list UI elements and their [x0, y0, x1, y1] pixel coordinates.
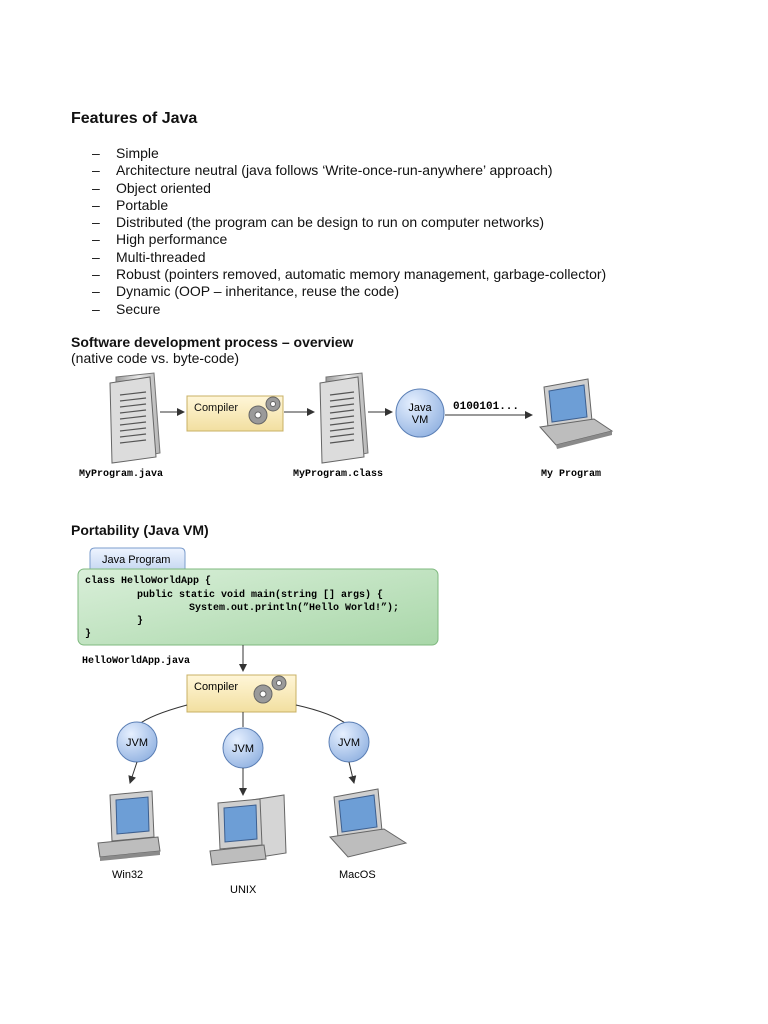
- list-item: –Portable: [92, 196, 169, 213]
- process-diagram: Compiler Java VM 0100101... MyProgram.ja…: [79, 372, 614, 480]
- code-line: public static void main(string [] args) …: [137, 589, 383, 601]
- program-label: My Program: [541, 469, 601, 480]
- list-item: –Dynamic (OOP – inheritance, reuse the c…: [92, 283, 399, 300]
- list-item: –Robust (pointers removed, automatic mem…: [92, 266, 607, 283]
- jvm-node-unix: JVM: [222, 727, 264, 769]
- svg-text:VM: VM: [412, 414, 429, 426]
- list-item: –Simple: [92, 145, 159, 161]
- portability-title: Portability (Java VM): [71, 522, 209, 538]
- list-item: –Object oriented: [92, 179, 211, 196]
- platform-label: UNIX: [230, 884, 257, 896]
- portability-diagram: Java Program class HelloWorldApp { publi…: [77, 547, 439, 896]
- class-file-label: MyProgram.class: [293, 468, 383, 480]
- platform-label: MacOS: [339, 869, 376, 881]
- compiler-box: Compiler: [186, 674, 297, 713]
- list-item: –High performance: [92, 231, 228, 248]
- desktop-computer-icon: [97, 790, 161, 861]
- features-list: –Simple –Architecture neutral (java foll…: [92, 145, 606, 318]
- jvm-node-win32: JVM: [116, 721, 158, 763]
- gear-icon: [253, 675, 287, 704]
- source-file-label: HelloWorldApp.java: [82, 655, 190, 667]
- svg-text:JVM: JVM: [126, 737, 148, 749]
- list-item: –Secure: [92, 300, 161, 317]
- source-file-label: MyProgram.java: [79, 468, 163, 480]
- svg-text:JVM: JVM: [232, 743, 254, 755]
- java-program-tab: Java Program: [89, 547, 186, 571]
- source-file-icon: [109, 372, 161, 464]
- jvm-node-macos: JVM: [328, 721, 370, 763]
- compiler-box: Compiler: [186, 395, 284, 432]
- svg-text:Java: Java: [408, 402, 432, 414]
- code-line: System.out.println(”Hello World!”);: [189, 602, 399, 614]
- class-file-icon: [319, 372, 369, 464]
- workstation-icon: [209, 794, 287, 866]
- code-line: }: [85, 628, 91, 640]
- platform-label: Win32: [112, 869, 143, 881]
- svg-text:JVM: JVM: [338, 737, 360, 749]
- list-item: –Multi-threaded: [92, 248, 206, 265]
- code-line: }: [137, 615, 143, 627]
- gear-icon: [248, 396, 281, 425]
- compiler-label: Compiler: [194, 402, 238, 414]
- laptop-icon: [329, 788, 408, 858]
- list-item: –Architecture neutral (java follows ‘Wri…: [92, 162, 553, 179]
- svg-text:Java Program: Java Program: [102, 554, 170, 566]
- code-line: class HelloWorldApp {: [85, 575, 211, 587]
- laptop-icon: [539, 378, 614, 449]
- list-item: –Distributed (the program can be design …: [92, 214, 544, 231]
- process-title: Software development process – overview: [71, 334, 354, 350]
- code-box: class HelloWorldApp { public static void…: [77, 568, 439, 646]
- svg-text:Compiler: Compiler: [194, 681, 238, 693]
- process-subtitle: (native code vs. byte-code): [71, 350, 240, 366]
- binary-output: 0100101...: [453, 401, 519, 413]
- features-title: Features of Java: [71, 110, 198, 127]
- java-vm-node: Java VM: [395, 388, 445, 438]
